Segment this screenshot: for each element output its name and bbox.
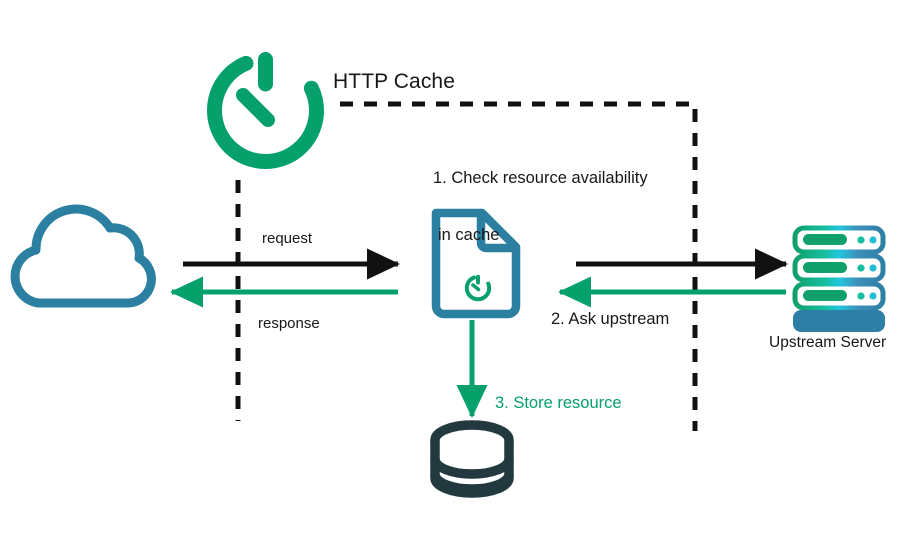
step-3-label: 3. Store resource [495,394,622,412]
document-clock-icon [431,208,521,319]
edge-request-label: request [262,230,313,247]
http-cache-boundary [235,101,698,431]
timer-icon [207,52,324,170]
database-icon [430,420,514,498]
http-cache-title: HTTP Cache [333,70,455,93]
step-2-label: 2. Ask upstream [551,310,670,328]
step-1-line-1: 1. Check resource availability [433,169,648,187]
upstream-server-label: Upstream Server [769,334,887,351]
edge-response-label: response [258,315,320,332]
server-stack-icon [792,225,886,332]
step-1-line-2: in cache [438,226,500,244]
cloud-icon [10,204,156,308]
step-1-label: 1. Check resource availability in cache [433,131,648,283]
